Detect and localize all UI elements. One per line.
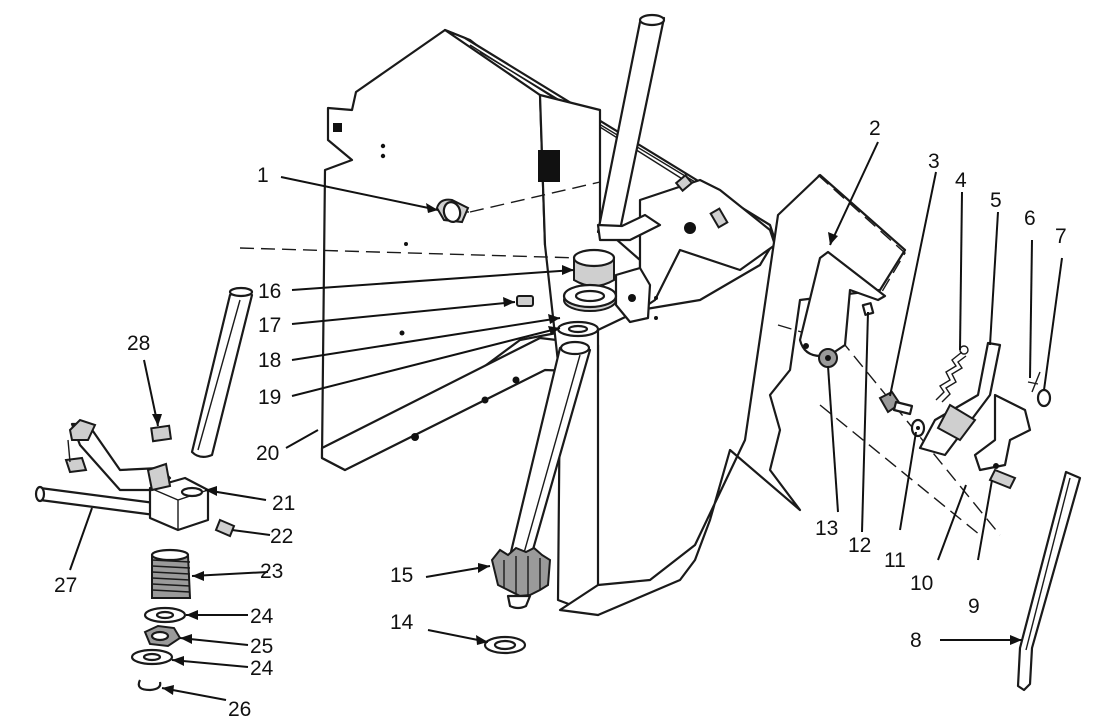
callout-18: 18: [258, 349, 281, 372]
nut-25: [143, 624, 182, 648]
bracket-21: [64, 418, 210, 532]
pin-27: [34, 485, 160, 517]
tab-hole: [333, 123, 342, 132]
callout-16: 16: [258, 280, 281, 303]
callout-2: 2: [869, 117, 881, 140]
callout-27: 27: [54, 574, 77, 597]
callout-12: 12: [848, 534, 871, 557]
bushing-16: [572, 248, 616, 287]
clip-1: [435, 198, 470, 224]
callout-24b: 24: [250, 657, 274, 680]
bracket-10: [973, 393, 1032, 472]
collar-17: [516, 283, 618, 312]
spring-4: [935, 345, 969, 403]
rod-8: [1016, 470, 1082, 692]
callout-25: 25: [250, 635, 273, 658]
arm-5: [918, 341, 1002, 457]
callout-7: 7: [1055, 225, 1067, 248]
callout-19: 19: [258, 386, 281, 409]
pin-16-rod: [190, 286, 254, 459]
washer-24b: [130, 648, 174, 666]
spring-23: [150, 548, 192, 599]
callout-6: 6: [1024, 207, 1036, 230]
callout-20: 20: [256, 442, 279, 465]
callout-4: 4: [955, 169, 967, 192]
callout-28: 28: [127, 332, 150, 355]
washer-7: [1036, 388, 1052, 408]
callout-9: 9: [968, 595, 980, 618]
callout-17: 17: [258, 314, 281, 337]
bolt-3: [878, 390, 914, 416]
callout-24a: 24: [250, 605, 274, 628]
callout-21: 21: [272, 492, 295, 515]
callout-22: 22: [270, 525, 293, 548]
callout-11: 11: [884, 549, 906, 572]
pin-9: [988, 468, 1017, 490]
stud-12: [861, 302, 875, 316]
callout-26: 26: [228, 698, 251, 721]
callout-23: 23: [260, 560, 283, 583]
window-slot: [538, 150, 560, 182]
set-screw-17: [516, 295, 534, 307]
callout-15: 15: [390, 564, 413, 587]
steering-shaft-upper: [596, 13, 666, 242]
washer-11: [910, 418, 926, 438]
callout-labels: 1 2 3 4 5 6 7 8 9 10 11 12 13 14 15 16 1…: [54, 117, 1067, 721]
pin-22: [214, 518, 236, 538]
washer-18-19: [556, 320, 600, 338]
arrowheads: [152, 203, 1022, 695]
callout-5: 5: [990, 189, 1002, 212]
washer-24a: [143, 606, 187, 624]
steering-shaft-lower: [490, 340, 592, 610]
nut-13: [818, 348, 838, 368]
callout-1: 1: [257, 164, 269, 187]
ring-26: [137, 679, 162, 692]
callout-8: 8: [910, 629, 922, 652]
callout-10: 10: [910, 572, 933, 595]
retaining-ring-14: [483, 635, 527, 655]
leader-lines: [69, 141, 1063, 701]
cotter-pin-6: [1027, 371, 1041, 393]
callout-3: 3: [928, 150, 940, 173]
callout-14: 14: [390, 611, 414, 634]
bolt-28: [150, 424, 173, 443]
callout-13: 13: [815, 517, 838, 540]
